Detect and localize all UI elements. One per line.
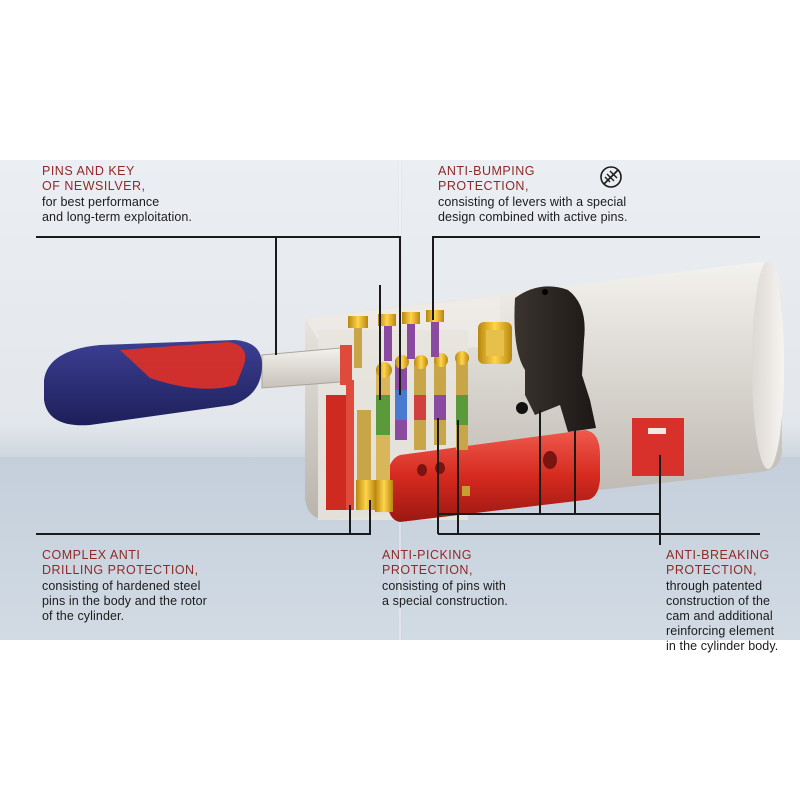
callout-anti-drilling: COMPLEX ANTI DRILLING PROTECTION, consis… [42,548,207,624]
callout-heading: COMPLEX ANTI DRILLING PROTECTION, [42,548,199,577]
callout-pins-and-key: PINS AND KEY OF NEWSILVER, for best perf… [42,164,192,225]
cylinder-end-face [752,261,784,469]
key [44,340,351,426]
leader-anti-drilling [36,500,371,535]
reinforcing-element [632,418,684,476]
no-bump-icon [600,166,622,188]
callout-anti-bumping: ANTI-BUMPING PROTECTION, consisting of l… [438,164,628,225]
callout-heading: ANTI-BREAKING PROTECTION, [666,548,770,577]
leader-anti-bumping [432,236,760,320]
cam [514,286,596,432]
callout-description: consisting of pins with a special constr… [382,579,508,608]
callout-heading: PINS AND KEY OF NEWSILVER, [42,164,146,193]
callout-description: consisting of levers with a special desi… [438,195,628,224]
callout-heading: ANTI-BUMPING PROTECTION, [438,164,535,193]
callout-anti-picking: ANTI-PICKING PROTECTION, consisting of p… [382,548,508,609]
anti-bump-element [478,322,512,364]
callout-heading: ANTI-PICKING PROTECTION, [382,548,473,577]
key-insert [120,342,246,389]
pin-stacks [340,310,469,512]
leader-pins-key [36,236,401,395]
callout-anti-breaking: ANTI-BREAKING PROTECTION, through patent… [666,548,778,654]
leader-lines [36,236,760,545]
callout-description: for best performance and long-term explo… [42,195,193,224]
callout-description: consisting of hardened steel pins in the… [42,579,207,623]
callout-description: through patented construction of the cam… [666,579,779,653]
